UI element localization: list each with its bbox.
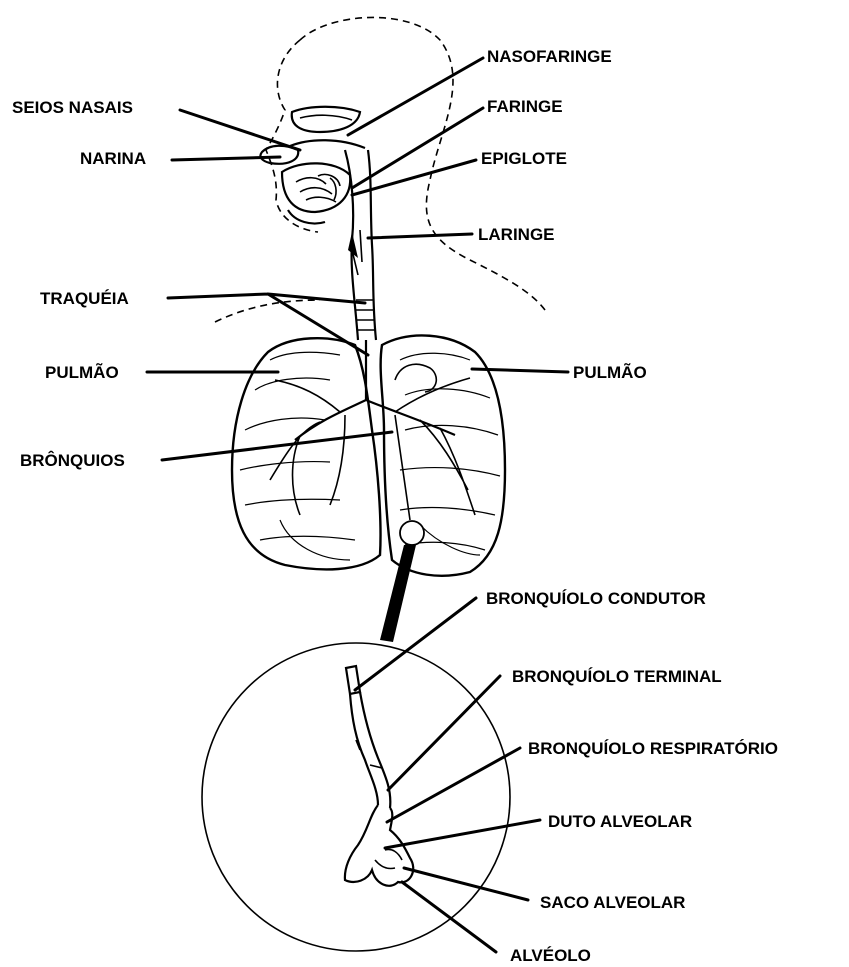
label-pulmao-left: PULMÃO (45, 362, 119, 382)
label-faringe: FARINGE (487, 97, 563, 116)
label-bronquios: BRÔNQUIOS (20, 451, 125, 470)
leader-laringe (368, 234, 472, 238)
label-epiglote: EPIGLOTE (481, 149, 567, 168)
label-seios-nasais: SEIOS NASAIS (12, 98, 133, 117)
label-pulmao-right: PULMÃO (573, 362, 647, 382)
label-bronquiolo-terminal: BRONQUÍOLO TERMINAL (512, 667, 722, 686)
airway-tube (345, 150, 376, 340)
label-duto-alveolar: DUTO ALVEOLAR (548, 812, 692, 831)
label-alveolo: ALVÉOLO (510, 946, 591, 965)
oral-cavity (282, 163, 350, 223)
leader-nasofaringe (348, 58, 483, 135)
label-bronquiolo-respiratorio: BRONQUÍOLO RESPIRATÓRIO (528, 739, 778, 758)
label-saco-alveolar: SACO ALVEOLAR (540, 893, 685, 912)
label-bronquiolo-condutor: BRONQUÍOLO CONDUTOR (486, 589, 706, 608)
neck-outline (215, 300, 320, 322)
label-traqueia: TRAQUÉIA (40, 289, 129, 308)
label-narina: NARINA (80, 149, 146, 168)
label-laringe: LARINGE (478, 225, 555, 244)
label-nasofaringe: NASOFARINGE (487, 47, 612, 66)
